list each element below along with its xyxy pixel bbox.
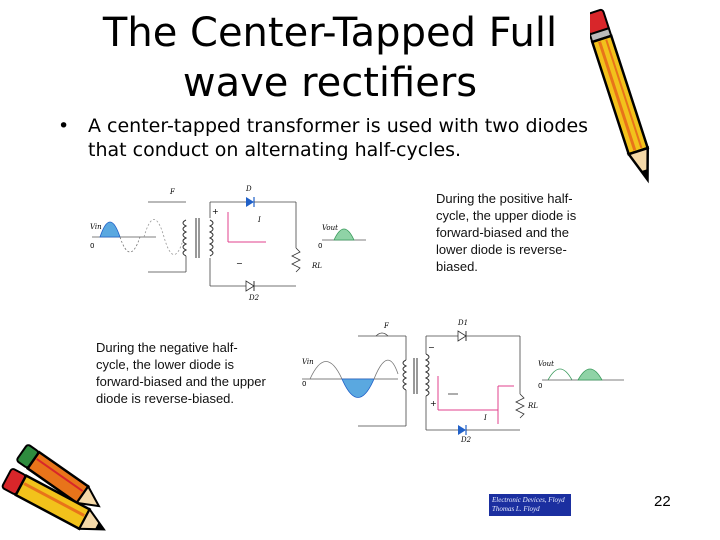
lower-diode-label: D2 — [460, 436, 472, 444]
lower-diode-symbol — [245, 280, 255, 292]
output-label: Vout — [538, 360, 554, 368]
input-negative-halfwave — [341, 378, 375, 398]
fuse-label: F — [383, 322, 390, 330]
lower-diode-label: D2 — [248, 294, 260, 302]
pencil-icon-top-right — [590, 8, 650, 184]
fuse-label: F — [169, 188, 176, 196]
output-label: Vout — [322, 224, 338, 232]
upper-diode-symbol — [246, 197, 254, 207]
load-label: RL — [527, 402, 538, 410]
input-label: Vin — [302, 358, 314, 366]
bottom-circuit-diagram: Vin 0 F D1 D2 I − + RL Vout 0 — [302, 319, 624, 444]
primary-coil — [182, 219, 188, 257]
slide-title: The Center-Tapped Full wave rectifiers — [60, 8, 600, 108]
minus-sign: − — [428, 343, 435, 352]
title-line-2: wave rectifiers — [182, 60, 478, 106]
load-resistor — [515, 393, 525, 419]
output-halfwave-2 — [577, 368, 603, 381]
top-circuit-diagram: Vin 0 F D D2 I + − RL Vout 0 — [90, 185, 366, 302]
input-negative-halfwave — [119, 236, 141, 253]
page-number: 22 — [654, 493, 671, 510]
bullet-text: A center-tapped transformer is used with… — [88, 115, 589, 161]
output-zero: 0 — [538, 382, 542, 390]
current-label: I — [257, 216, 261, 224]
positive-cycle-note: During the positive half-cycle, the uppe… — [436, 191, 577, 274]
bullet-marker: • — [58, 115, 70, 137]
primary-coil — [402, 359, 408, 391]
pencils-icon-bottom-left — [1, 444, 106, 531]
output-zero: 0 — [318, 242, 322, 250]
output-halfwave-1 — [547, 368, 573, 381]
load-resistor — [291, 247, 301, 273]
plus-sign: + — [212, 207, 219, 216]
output-halfwave — [333, 228, 355, 241]
input-positive-halfwave — [99, 221, 121, 238]
input-label: Vin — [90, 223, 102, 231]
negative-cycle-note: During the negative half-cycle, the lowe… — [96, 340, 266, 406]
current-label: I — [483, 414, 487, 422]
title-line-1: The Center-Tapped Full — [102, 10, 558, 56]
input-zero: 0 — [90, 242, 94, 250]
reference-thumbnail: Electronic Devices, Floyd Thomas L. Floy… — [489, 494, 571, 516]
input-positive-halfwave — [309, 361, 343, 380]
load-label: RL — [311, 262, 322, 270]
input-wave-tail — [373, 359, 399, 380]
secondary-coil — [208, 219, 214, 257]
upper-diode-symbol — [457, 330, 467, 342]
minus-sign: − — [236, 259, 243, 268]
upper-diode-label: D — [245, 185, 252, 193]
source-wave-ghost — [143, 219, 185, 255]
plus-sign: + — [430, 399, 437, 408]
reference-line-2: Thomas L. Floyd — [492, 505, 540, 513]
input-zero: 0 — [302, 380, 306, 388]
secondary-coil — [424, 353, 430, 397]
reference-line-1: Electronic Devices, Floyd — [492, 496, 565, 504]
upper-diode-label: D1 — [457, 319, 468, 327]
lower-diode-symbol — [458, 425, 466, 435]
fuse-symbol — [375, 332, 389, 337]
bullet-item: • A center-tapped transformer is used wi… — [58, 114, 618, 162]
